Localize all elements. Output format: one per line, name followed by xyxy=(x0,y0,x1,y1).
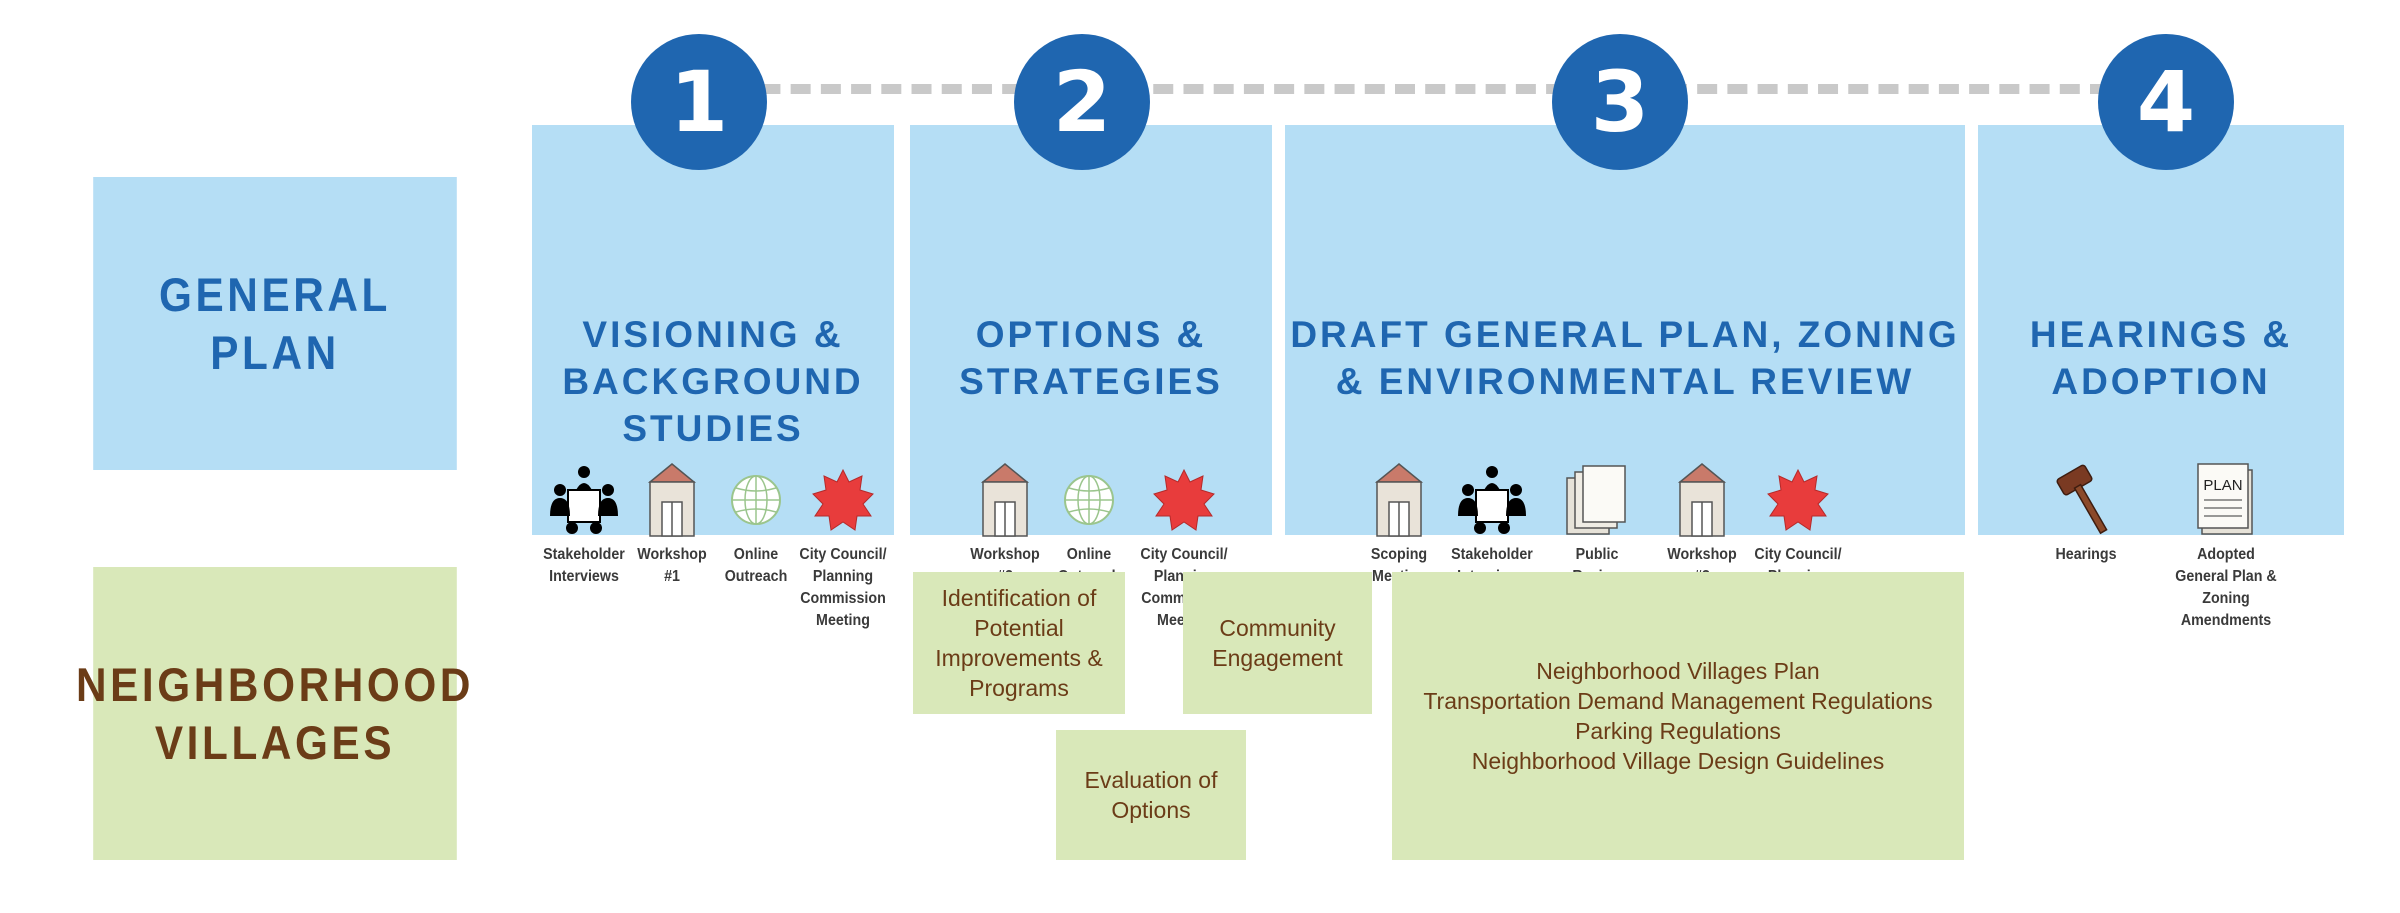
phase-4-title: HEARINGS & ADOPTION xyxy=(2029,314,2293,402)
starburst-icon xyxy=(812,468,874,531)
phase-3-title: DRAFT GENERAL PLAN, ZONING & ENVIRONMENT… xyxy=(1290,314,1960,402)
phase-1-number: 1 xyxy=(631,34,767,170)
phase-2-panel: OPTIONS & STRATEGIES Workshop #2 Online … xyxy=(910,125,1272,629)
globe-icon xyxy=(731,475,781,525)
item-label: Online Outreach xyxy=(724,546,788,585)
meeting-people-icon xyxy=(550,466,618,534)
plan-item: Neighborhood Villages Plan xyxy=(1536,658,1820,684)
documents-icon xyxy=(1566,465,1626,535)
building-icon xyxy=(980,463,1030,537)
building-icon xyxy=(1374,463,1424,537)
item-label: Stakeholder Interviews xyxy=(543,546,625,585)
starburst-icon xyxy=(1767,468,1829,531)
item-label: Adopted General Plan & Zoning Amendments xyxy=(2175,546,2277,629)
phase-1-title: VISIONING & BACKGROUND STUDIES xyxy=(562,314,864,449)
phase-4-number: 4 xyxy=(2098,34,2234,170)
plan-document-icon: PLAN xyxy=(2197,463,2253,535)
item-stakeholder-interviews: Stakeholder Interviews xyxy=(1444,460,1540,588)
phase-3-panel: DRAFT GENERAL PLAN, ZONING & ENVIRONMENT… xyxy=(1285,125,1965,673)
gavel-icon xyxy=(2056,464,2108,535)
building-icon xyxy=(647,463,697,537)
general-plan-label: GENERAL PLAN xyxy=(93,177,457,470)
item-workshop-2: Workshop #2 xyxy=(957,460,1053,588)
item-city-council-meeting: City Council/ Planning Commission Meetin… xyxy=(795,460,891,632)
item-scoping-meeting: Scoping Meeting xyxy=(1351,460,1447,588)
starburst-icon xyxy=(1153,468,1215,531)
item-stakeholder-interviews: Stakeholder Interviews xyxy=(536,460,632,588)
item-label: Workshop #1 xyxy=(637,546,707,585)
identification-box: Identification of Potential Improvements… xyxy=(913,572,1125,714)
phase-2-number: 2 xyxy=(1014,34,1150,170)
community-engagement-box: Community Engagement xyxy=(1183,572,1372,714)
plan-item: Parking Regulations xyxy=(1575,718,1781,744)
item-workshop-3: Workshop #3 xyxy=(1654,460,1750,588)
item-workshop-1: Workshop #1 xyxy=(624,460,720,588)
evaluation-box: Evaluation of Options xyxy=(1056,730,1246,860)
phase-3-number: 3 xyxy=(1552,34,1688,170)
item-adopted-general-plan: PLAN Adopted General Plan & Zoning Amend… xyxy=(2163,460,2289,632)
building-icon xyxy=(1677,463,1727,537)
item-online-outreach: Online Outreach xyxy=(708,460,804,588)
globe-icon xyxy=(1064,475,1114,525)
plan-icon-text: PLAN xyxy=(2203,477,2242,494)
phase-2-title: OPTIONS & STRATEGIES xyxy=(959,314,1223,402)
phase-connector-line xyxy=(700,84,2110,94)
item-hearings: Hearings xyxy=(2038,460,2134,566)
item-label: Hearings xyxy=(2055,546,2117,563)
item-label: City Council/ Planning Commission Meetin… xyxy=(799,546,887,629)
plan-item: Neighborhood Village Design Guidelines xyxy=(1471,748,1885,774)
meeting-people-icon xyxy=(1458,466,1526,534)
neighborhood-villages-label: NEIGHBORHOOD VILLAGES xyxy=(76,567,470,860)
village-plans-box: Neighborhood Villages Plan Transportatio… xyxy=(1392,572,1964,860)
phase-4-panel: HEARINGS & ADOPTION Hearings PLAN Adopte… xyxy=(1978,125,2344,629)
phase-1-panel: VISIONING & BACKGROUND STUDIES Stakehold… xyxy=(532,125,894,629)
item-online-outreach: Online Outreach xyxy=(1041,460,1137,588)
plan-item: Transportation Demand Management Regulat… xyxy=(1423,688,1933,714)
